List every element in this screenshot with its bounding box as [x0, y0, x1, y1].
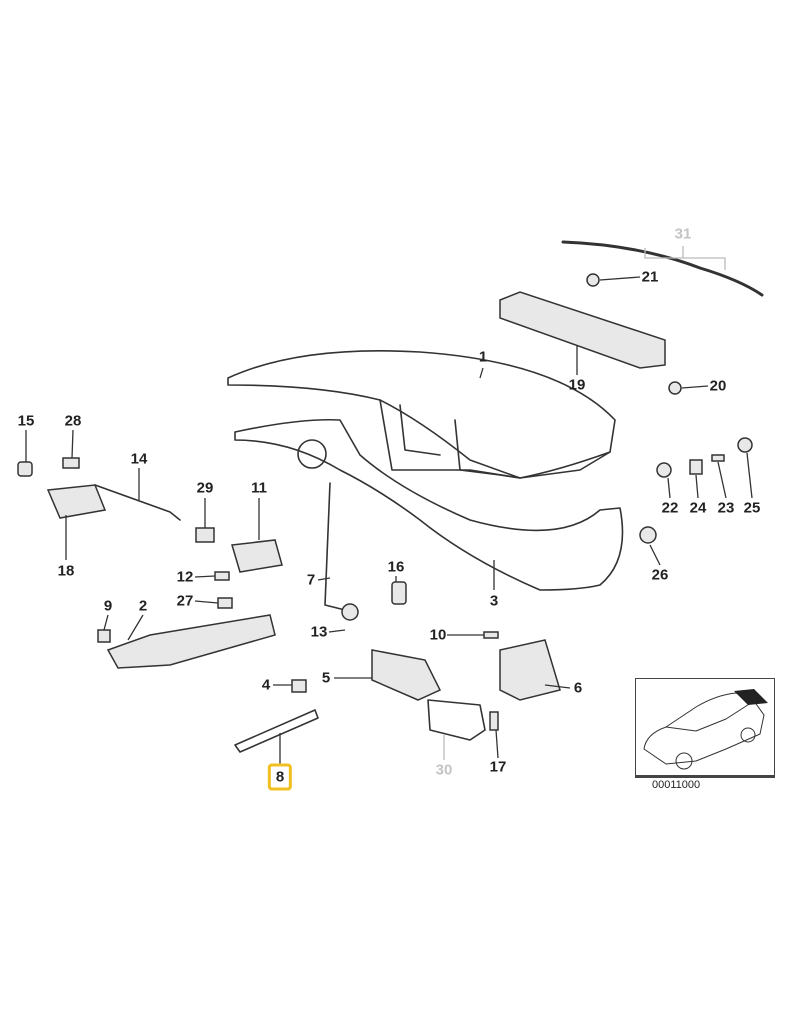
part-label-27[interactable]: 27 — [176, 592, 194, 610]
part-label-25[interactable]: 25 — [743, 499, 761, 517]
part-label-6[interactable]: 6 — [573, 679, 583, 697]
part-label-5[interactable]: 5 — [321, 669, 331, 687]
part-label-24[interactable]: 24 — [689, 499, 707, 517]
part-label-2[interactable]: 2 — [138, 597, 148, 615]
part-label-22[interactable]: 22 — [661, 499, 679, 517]
part-label-23[interactable]: 23 — [717, 499, 735, 517]
part-label-18[interactable]: 18 — [57, 562, 75, 580]
diagram-code: 00011000 — [652, 779, 701, 791]
part-label-1[interactable]: 1 — [478, 348, 488, 366]
part-label-28[interactable]: 28 — [64, 412, 82, 430]
detail-callout-circle — [297, 439, 327, 469]
part-label-15[interactable]: 15 — [17, 412, 35, 430]
part-label-17[interactable]: 17 — [489, 758, 507, 776]
part-label-13[interactable]: 13 — [310, 623, 328, 641]
trunk-lid-part[interactable] — [227, 350, 616, 479]
part-label-20[interactable]: 20 — [709, 377, 727, 395]
part-label-4[interactable]: 4 — [261, 676, 271, 694]
part-label-16[interactable]: 16 — [387, 558, 405, 576]
part-label-3[interactable]: 3 — [489, 592, 499, 610]
part-label-12[interactable]: 12 — [176, 568, 194, 586]
vehicle-location-inset — [635, 678, 775, 778]
part-label-31[interactable]: 31 — [674, 225, 692, 243]
part-label-10[interactable]: 10 — [429, 626, 447, 644]
leader-lines — [25, 246, 753, 765]
part-label-19[interactable]: 19 — [568, 376, 586, 394]
part-label-7[interactable]: 7 — [306, 571, 316, 589]
trunk-seal-part[interactable] — [234, 418, 624, 591]
part-label-14[interactable]: 14 — [130, 450, 148, 468]
part-label-11[interactable]: 11 — [251, 479, 267, 497]
part-label-21[interactable]: 21 — [641, 268, 659, 286]
part-label-29[interactable]: 29 — [196, 479, 214, 497]
small-parts — [17, 273, 753, 753]
part-label-26[interactable]: 26 — [651, 566, 669, 584]
part-label-8-selected[interactable]: 8 — [267, 763, 293, 791]
brake-light-part[interactable] — [499, 291, 666, 369]
spoiler-strip-part[interactable] — [561, 240, 764, 297]
part-label-9[interactable]: 9 — [103, 597, 113, 615]
part-label-30[interactable]: 30 — [435, 761, 453, 779]
car-outline-icon — [643, 689, 768, 770]
